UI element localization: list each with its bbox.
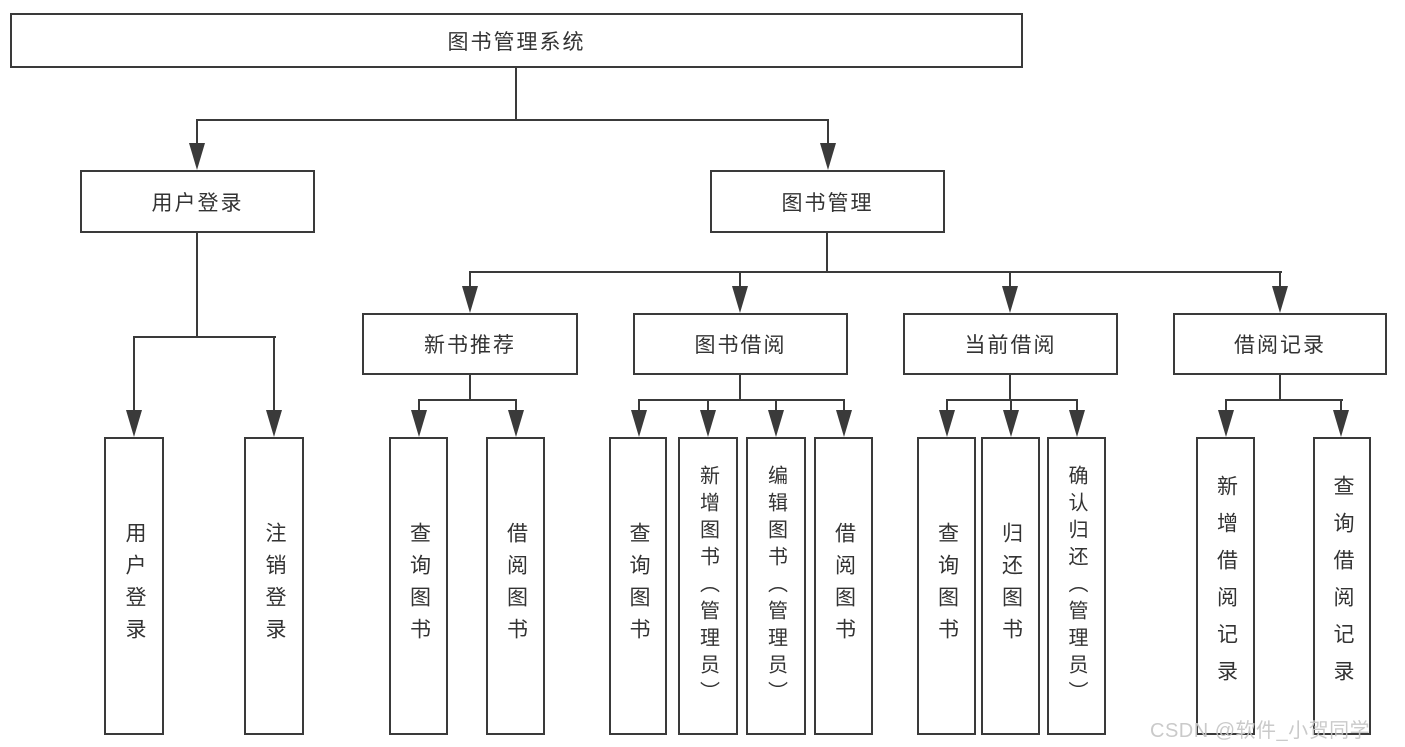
connector-root-stub [515,68,517,121]
arrow-to-leaf-logout [266,337,282,437]
connector-nbr-stub [469,375,471,401]
leaf-user-login: 用户登录 [104,437,164,735]
csdn-watermark: CSDN @软件_小贺同学 [1150,720,1371,742]
leaf-label: 编辑图书（管理员） [764,464,787,708]
node-label: 用户登录 [151,191,244,215]
node-label: 当前借阅 [964,334,1057,357]
arrow-to-leaf-user-login [126,337,142,437]
leaf-label: 新增借阅记录 [1214,475,1238,697]
arrow-to-bb-add-books [700,400,716,437]
leaf-bb-borrow-books: 借阅图书 [814,437,873,735]
leaf-label: 确认归还（管理员） [1065,464,1087,708]
connector-bb-bar [638,399,845,401]
connector-br-bar [1225,399,1343,401]
arrow-to-book-borrow [732,272,748,313]
connector-user-login-bar [133,336,276,338]
arrow-to-bb-query-books [631,400,647,437]
leaf-bb-add-books-admin: 新增图书（管理员） [678,437,738,735]
leaf-label: 查询图书 [627,522,650,650]
arrow-to-user-login [189,120,205,170]
leaf-label: 查询图书 [935,522,959,650]
leaf-label: 注销登录 [263,522,286,650]
leaf-nbr-borrow-books: 借阅图书 [486,437,545,735]
leaf-nbr-query-books: 查询图书 [389,437,448,735]
node-label: 图书管理 [781,191,874,215]
leaf-cb-query-books: 查询图书 [917,437,976,735]
leaf-label: 借阅图书 [504,522,528,650]
arrow-to-nbr-borrow-books [508,400,524,437]
node-borrow-records: 借阅记录 [1173,313,1387,375]
leaf-label: 新增图书（管理员） [696,464,719,708]
arrow-to-new-book-recommend [462,272,478,313]
leaf-logout: 注销登录 [244,437,304,735]
connector-user-login-stub [196,233,198,338]
leaf-label: 借阅图书 [832,522,856,650]
arrow-to-current-borrow [1002,272,1018,313]
arrow-to-book-management [820,120,836,170]
connector-nbr-bar [418,399,517,401]
arrow-to-cb-query-books [939,400,955,437]
node-label: 新书推荐 [424,334,516,357]
arrow-to-cb-confirm-return [1069,400,1085,437]
leaf-br-query-record: 查询借阅记录 [1313,437,1371,735]
node-label: 借阅记录 [1234,334,1326,357]
node-library-management-system: 图书管理系统 [10,13,1023,68]
connector-level1-bar [196,119,829,121]
node-label: 图书借阅 [694,334,787,357]
leaf-bb-query-books: 查询图书 [609,437,667,735]
node-user-login: 用户登录 [80,170,315,233]
node-book-borrow: 图书借阅 [633,313,848,375]
leaf-label: 查询借阅记录 [1331,475,1354,697]
arrow-to-borrow-records [1272,272,1288,313]
leaf-label: 查询图书 [407,522,431,650]
connector-br-stub [1279,375,1281,401]
connector-bb-stub [739,375,741,401]
arrow-to-cb-return-books [1003,400,1019,437]
node-current-borrow: 当前借阅 [903,313,1118,375]
leaf-cb-confirm-return-admin: 确认归还（管理员） [1047,437,1106,735]
leaf-cb-return-books: 归还图书 [981,437,1040,735]
leaf-bb-edit-books-admin: 编辑图书（管理员） [746,437,806,735]
node-label: 图书管理系统 [447,30,586,54]
connector-level2-bar [469,271,1282,273]
connector-book-management-stub [826,233,828,273]
arrow-to-br-query-record [1333,400,1349,437]
node-book-management: 图书管理 [710,170,945,233]
connector-cb-bar [946,399,1078,401]
arrow-to-br-add-record [1218,400,1234,437]
arrow-to-nbr-query-books [411,400,427,437]
arrow-to-bb-edit-books [768,400,784,437]
leaf-br-add-record: 新增借阅记录 [1196,437,1255,735]
connector-cb-stub [1009,375,1011,401]
node-new-book-recommend: 新书推荐 [362,313,578,375]
arrow-to-bb-borrow-books [836,400,852,437]
leaf-label: 用户登录 [123,522,146,650]
leaf-label: 归还图书 [999,522,1023,650]
